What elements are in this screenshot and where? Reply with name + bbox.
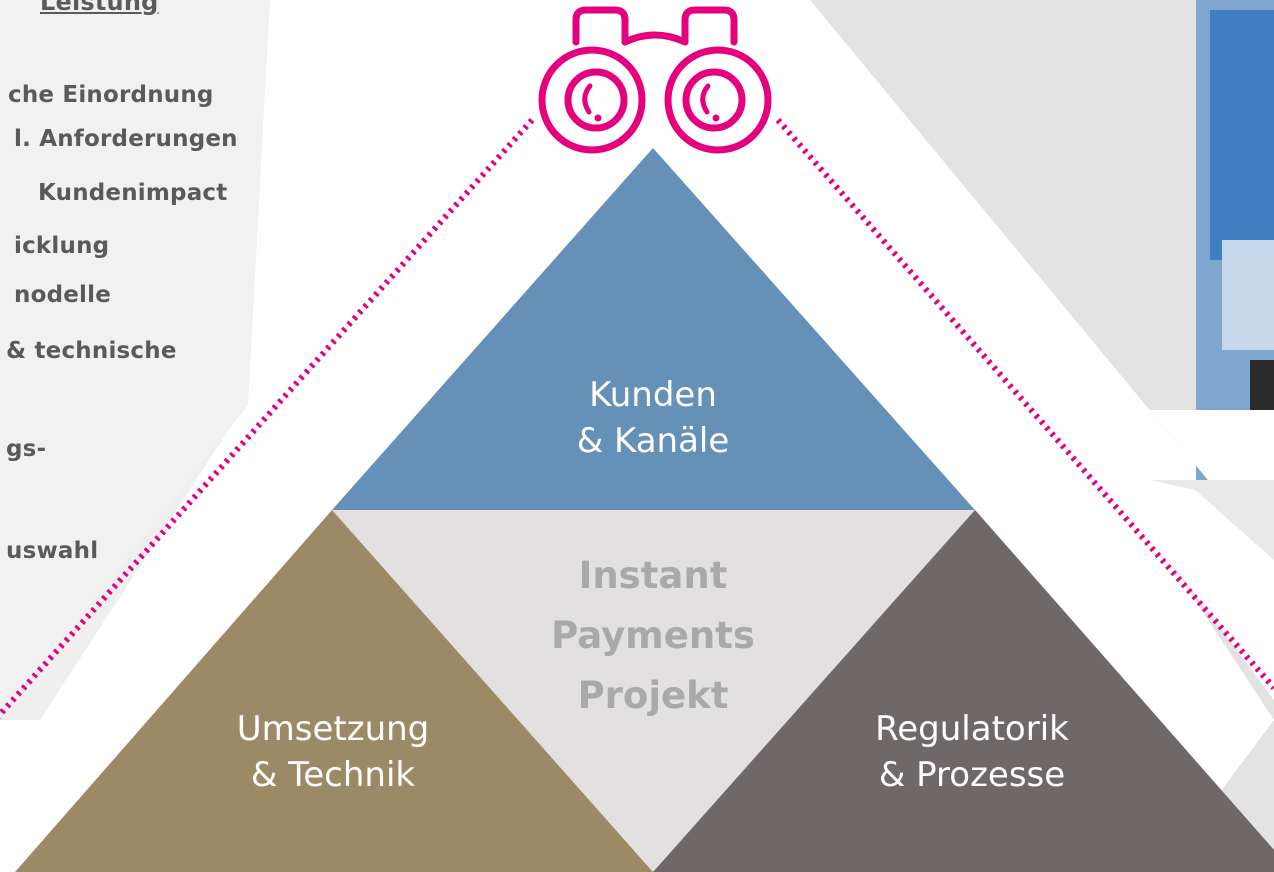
center-label-line1: Instant bbox=[578, 554, 728, 597]
photo-fragment-light2 bbox=[1222, 240, 1274, 350]
bottom-left-triangle bbox=[15, 510, 653, 872]
left-line-3: Kundenimpact bbox=[38, 180, 228, 206]
right-dotted-line bbox=[775, 118, 1274, 690]
left-dotted-line bbox=[0, 117, 535, 719]
center-triangle bbox=[332, 510, 975, 872]
top-triangle bbox=[332, 148, 975, 510]
center-label: Instant Payments Projekt bbox=[503, 546, 803, 726]
top-label-line1: Kunden bbox=[589, 375, 717, 415]
bottom-right-label: Regulatorik & Prozesse bbox=[847, 706, 1097, 798]
left-line-4: icklung bbox=[14, 233, 110, 259]
bottom-right-label-line2: & Prozesse bbox=[878, 755, 1066, 795]
top-triangle-label: Kunden & Kanäle bbox=[553, 372, 753, 464]
bottom-left-label: Umsetzung & Technik bbox=[213, 706, 453, 798]
left-line-1: che Einordnung bbox=[8, 82, 214, 108]
photo-fragment-light bbox=[1210, 10, 1274, 260]
left-line-8: uswahl bbox=[6, 538, 99, 564]
photo-fragment-lower-gray bbox=[1150, 480, 1274, 560]
binoculars-glare-dots bbox=[594, 114, 720, 122]
left-panel-heading: Leistung bbox=[40, 0, 159, 16]
right-gray-fill-lower bbox=[810, 0, 1274, 560]
left-line-5: nodelle bbox=[14, 282, 112, 308]
left-panel-background-upper bbox=[0, 0, 270, 720]
bottom-left-label-line2: & Technik bbox=[250, 755, 416, 795]
binoculars-icon bbox=[538, 6, 772, 154]
bottom-right-triangle-edge bbox=[975, 510, 1274, 872]
center-label-line2: Payments bbox=[551, 614, 755, 657]
center-label-line3: Projekt bbox=[577, 674, 729, 717]
top-label-line2: & Kanäle bbox=[576, 421, 730, 461]
bottom-left-label-line1: Umsetzung bbox=[236, 709, 430, 749]
left-line-6: & technische bbox=[6, 338, 177, 364]
left-line-2: l. Anforderungen bbox=[14, 126, 238, 152]
left-line-7: gs- bbox=[6, 436, 47, 462]
bottom-right-label-line1: Regulatorik bbox=[875, 709, 1069, 749]
right-white-band bbox=[750, 0, 1274, 700]
